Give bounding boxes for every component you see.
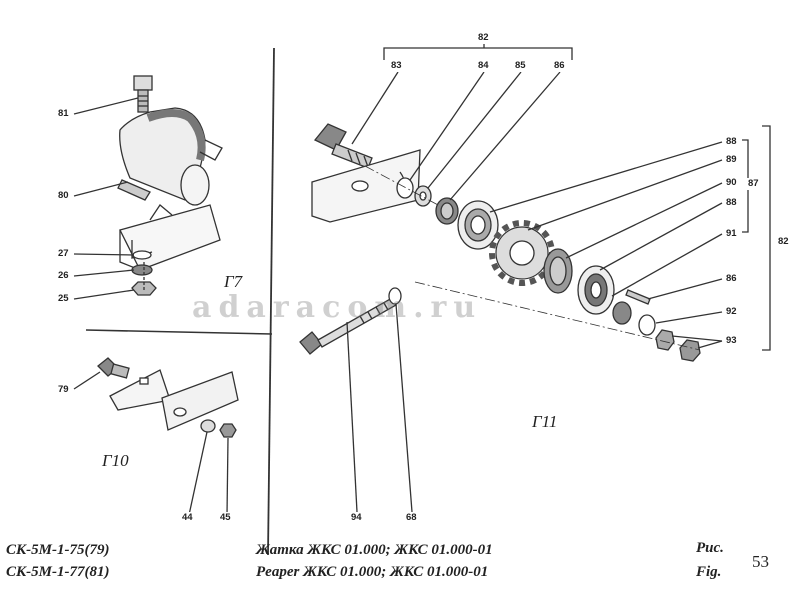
callout-92: 92 (724, 306, 739, 318)
bolt-81-drawing (133, 75, 153, 113)
bolt-79-drawing (97, 357, 130, 379)
model-code-2: СК-5М-1-77(81) (6, 564, 110, 580)
title-english: Peaper ЖКС 01.000; ЖКС 01.000-01 (256, 564, 489, 580)
sprocket-89-drawing (489, 220, 555, 286)
nut-45-drawing (219, 423, 237, 438)
callout-81: 81 (56, 108, 71, 120)
callout-25: 25 (56, 293, 71, 305)
divider-vertical (267, 47, 275, 556)
callout-27: 27 (56, 248, 71, 260)
washer-44-drawing (200, 419, 216, 433)
callout-82-right: 82 (776, 236, 791, 248)
hub-90-drawing (543, 248, 573, 294)
callout-93: 93 (724, 335, 739, 347)
callout-89: 89 (724, 154, 739, 166)
bearing-86-drawing (435, 197, 459, 225)
washer-68-drawing (388, 287, 402, 305)
callout-88-lower: 88 (724, 197, 739, 209)
callout-94: 94 (349, 512, 364, 524)
strip-drawing (161, 371, 239, 431)
view-label-g7: Г7 (224, 272, 243, 291)
fig-label-english: Fig. (696, 564, 722, 580)
callout-87: 87 (746, 178, 761, 190)
callout-68: 68 (404, 512, 419, 524)
callout-85: 85 (513, 60, 528, 72)
figure-number: 53 (752, 552, 769, 571)
title-russian: Жатка ЖКС 01.000; ЖКС 01.000-01 (256, 542, 493, 558)
nut-93b-drawing (679, 339, 701, 362)
flange-88-drawing (457, 200, 499, 250)
washer-84-drawing (396, 177, 414, 199)
washer-27-drawing (132, 250, 152, 260)
view-label-g11: Г11 (532, 412, 558, 431)
washer-92-drawing (638, 314, 656, 336)
callout-88-upper: 88 (724, 136, 739, 148)
fig-label-russian: Рис. (696, 540, 724, 556)
callout-83: 83 (389, 60, 404, 72)
washer-26-drawing (131, 264, 153, 276)
group-bracket-82-right (762, 125, 771, 351)
divider-horizontal (85, 329, 273, 335)
callout-90: 90 (724, 177, 739, 189)
callout-86-lower: 86 (724, 273, 739, 285)
callout-80: 80 (56, 190, 71, 202)
callout-86-top: 86 (552, 60, 567, 72)
callout-82-top: 82 (476, 32, 491, 44)
bracket-drawing (119, 204, 221, 271)
callout-84: 84 (476, 60, 491, 72)
group-bracket-82-top (383, 47, 573, 60)
callout-26: 26 (56, 270, 71, 282)
clamp-80-drawing (117, 107, 223, 206)
bolt-83-drawing (313, 123, 373, 169)
callout-91: 91 (724, 228, 739, 240)
model-code-1: СК-5М-1-75(79) (6, 542, 110, 558)
view-label-g10: Г10 (102, 451, 129, 470)
callout-79: 79 (56, 384, 71, 396)
bearing-86-lower-drawing (612, 301, 632, 325)
pin-91-drawing (625, 289, 651, 305)
flange-88-lower-drawing (577, 265, 615, 315)
watermark: adaracom.ru (192, 290, 483, 325)
nut-93a-drawing (655, 329, 675, 351)
callout-44: 44 (180, 512, 195, 524)
callout-45: 45 (218, 512, 233, 524)
